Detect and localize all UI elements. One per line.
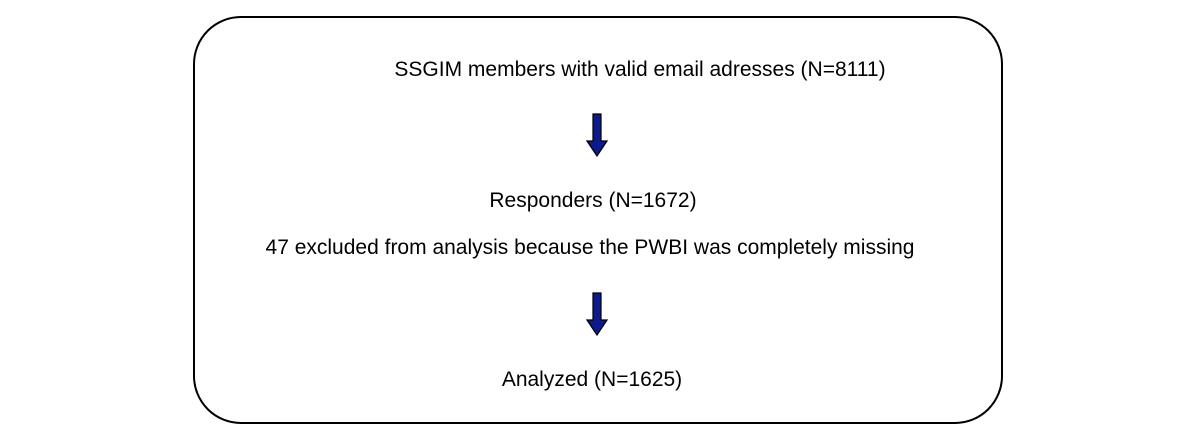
down-arrow-icon: [586, 292, 608, 336]
step-population: SSGIM members with valid email adresses …: [394, 58, 886, 81]
step-analyzed: Analyzed (N=1625): [501, 368, 683, 391]
step-exclusion: 47 excluded from analysis because the PW…: [265, 236, 915, 259]
step-responders: Responders (N=1672): [489, 189, 697, 212]
flowchart-container: [193, 16, 1003, 424]
down-arrow-icon: [586, 113, 608, 157]
